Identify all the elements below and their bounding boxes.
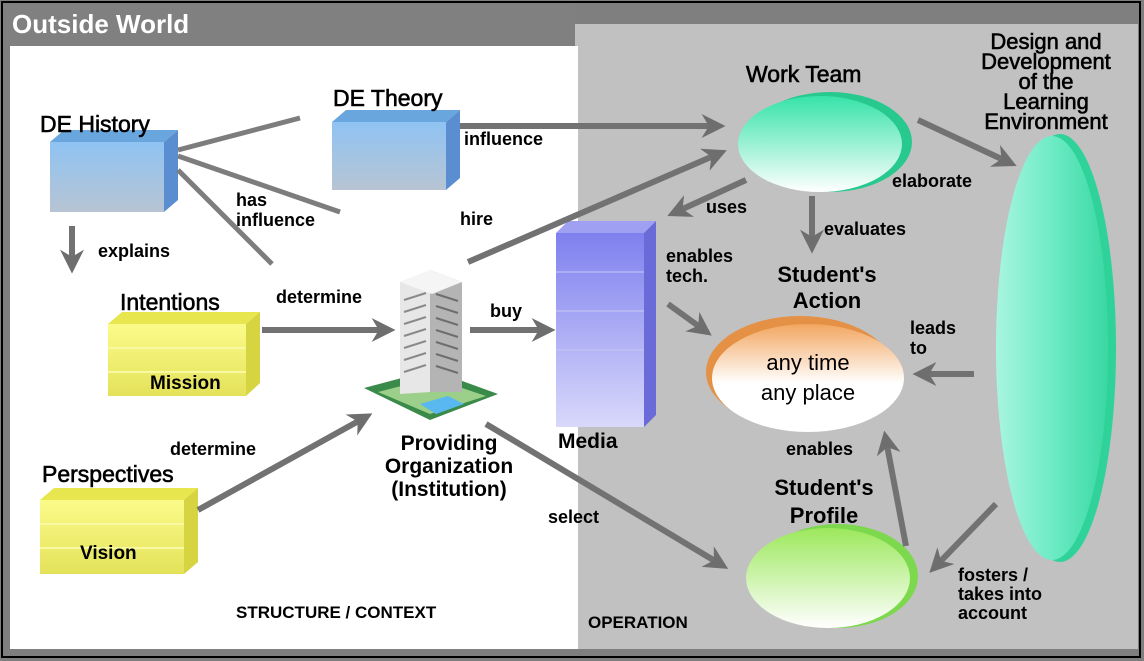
mission-label: Mission [150, 373, 221, 394]
any-time-label: any time any place [730, 348, 886, 408]
leads-to-label: leads to [910, 318, 956, 358]
has-influence-line-1: has [236, 190, 268, 210]
select-label: select [548, 507, 600, 527]
design-development-label: Design and Development of the Learning E… [946, 29, 1144, 134]
providing-org-label: Providing Organization (Institution) [374, 432, 524, 501]
elaborate-label: elaborate [892, 171, 973, 191]
design-dev-line-1: Design and [990, 29, 1102, 54]
enables-tech-line-1: enables [666, 246, 734, 266]
determine-label-1: determine [276, 287, 363, 307]
providing-org-line-1: Providing [400, 432, 498, 455]
leads-to-line-2: to [910, 338, 927, 358]
history-org-line [176, 168, 274, 266]
student-profile-ellipse [746, 524, 918, 628]
students-action-label: Student's Action [760, 262, 894, 314]
buy-label: buy [490, 301, 523, 321]
enables-label: enables [786, 439, 854, 459]
mission-box [108, 312, 260, 396]
providing-org-line-2: Organization [384, 455, 514, 479]
select-arrow [484, 421, 729, 569]
fosters-label: fosters / takes into account [958, 566, 1042, 623]
operation-label: OPERATION [588, 613, 688, 632]
building-icon [364, 270, 498, 420]
de-theory-label: DE Theory [333, 85, 443, 111]
any-time-line-1: any time [766, 350, 850, 375]
de-theory-box [332, 110, 460, 190]
work-team-ellipse [738, 92, 912, 192]
students-action-line-2: Action [792, 288, 862, 313]
hire-arrow [466, 148, 727, 265]
hire-label: hire [460, 209, 494, 229]
enables-arrow [876, 430, 909, 547]
media-column [556, 221, 656, 427]
fosters-line-1: fosters / [958, 565, 1029, 585]
students-action-line-1: Student's [777, 262, 877, 287]
structure-context-label: STRUCTURE / CONTEXT [236, 603, 437, 622]
enables-tech-label: enables tech. [666, 246, 733, 286]
vision-label: Vision [80, 543, 137, 564]
de-history-box [50, 130, 178, 212]
explains-label: explains [98, 241, 171, 261]
arrows [60, 114, 1017, 573]
student-action-ellipse [706, 316, 904, 432]
determine-arrow-2 [196, 413, 373, 513]
design-development-ellipse [996, 134, 1116, 562]
has-influence-line-2: influence [236, 210, 316, 230]
enables-tech-line-2: tech. [666, 266, 709, 286]
design-dev-line-5: Environment [984, 109, 1108, 134]
work-team-label: Work Team [746, 61, 862, 87]
influence-label: influence [464, 129, 544, 149]
media-label: Media [558, 430, 618, 453]
evaluates-label: evaluates [824, 219, 907, 239]
providing-org-line-3: (Institution) [391, 478, 507, 502]
vision-box [40, 488, 198, 574]
students-profile-line-2: Profile [789, 503, 859, 528]
perspectives-label: Perspectives [42, 461, 174, 487]
history-has-influence-line [177, 153, 341, 215]
de-history-label: DE History [40, 111, 151, 137]
outside-world-header [3, 3, 575, 46]
uses-label: uses [706, 197, 748, 217]
design-dev-line-3: of the [1018, 69, 1074, 94]
intentions-label: Intentions [120, 289, 220, 315]
enables-tech-arrow [666, 301, 712, 336]
leads-to-line-1: leads [910, 318, 957, 338]
design-dev-line-4: Learning [1003, 89, 1089, 114]
fosters-line-2: takes into [958, 584, 1043, 604]
students-profile-label: Student's Profile [756, 474, 892, 530]
students-profile-line-1: Student's [774, 475, 874, 500]
history-theory-line [177, 115, 301, 153]
design-dev-line-2: Development [981, 49, 1111, 74]
outside-world-title: Outside World [12, 9, 190, 39]
uses-arrow [667, 177, 748, 217]
elaborate-arrow [916, 117, 1017, 167]
connector-lines [176, 115, 341, 266]
determine-label-2: determine [170, 439, 257, 459]
any-time-line-2: any place [760, 380, 856, 405]
has-influence-label: has influence [236, 190, 315, 230]
fosters-line-3: account [958, 603, 1028, 623]
fosters-arrow [929, 501, 999, 573]
